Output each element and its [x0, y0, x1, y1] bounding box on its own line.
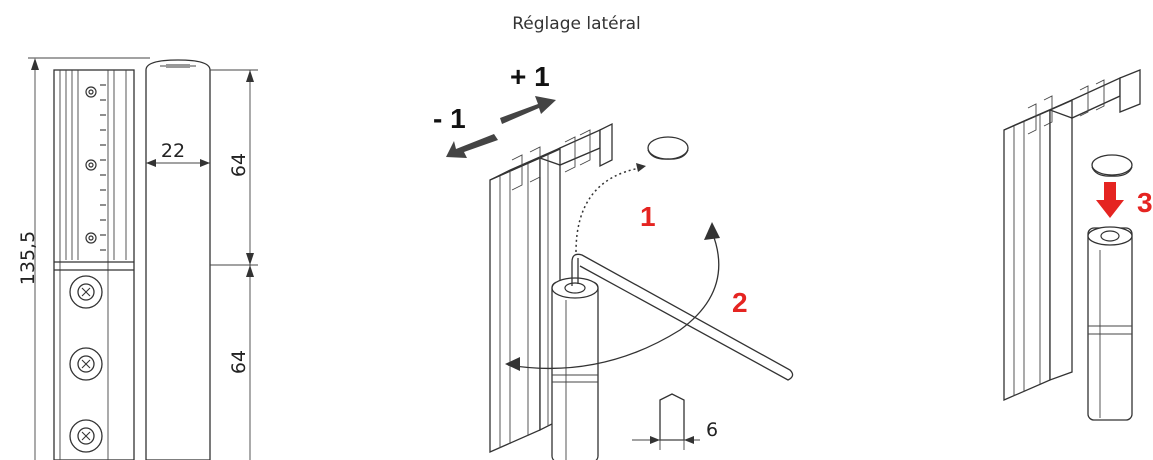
plus-arrow [500, 96, 556, 124]
minus-one-label: - 1 [433, 103, 466, 134]
upper-height-label: 64 [228, 153, 250, 177]
step-2-label: 2 [732, 287, 748, 318]
diagram-title: Réglage latéral [512, 14, 641, 34]
insert-arrow [1096, 182, 1124, 218]
key-size-label: 6 [706, 419, 718, 441]
total-height-label: 135,5 [17, 231, 39, 285]
cap-insertion-drawing: 3 [1003, 69, 1153, 421]
adjustment-drawing: + 1 - 1 [433, 61, 794, 460]
width-label: 22 [161, 140, 185, 162]
step-1-label: 1 [640, 201, 656, 232]
minus-arrow [446, 134, 498, 158]
lower-height-label: 64 [228, 350, 250, 374]
plus-one-label: + 1 [510, 61, 550, 92]
step-3-label: 3 [1137, 187, 1153, 218]
elevation-drawing: 135,5 [17, 57, 258, 460]
